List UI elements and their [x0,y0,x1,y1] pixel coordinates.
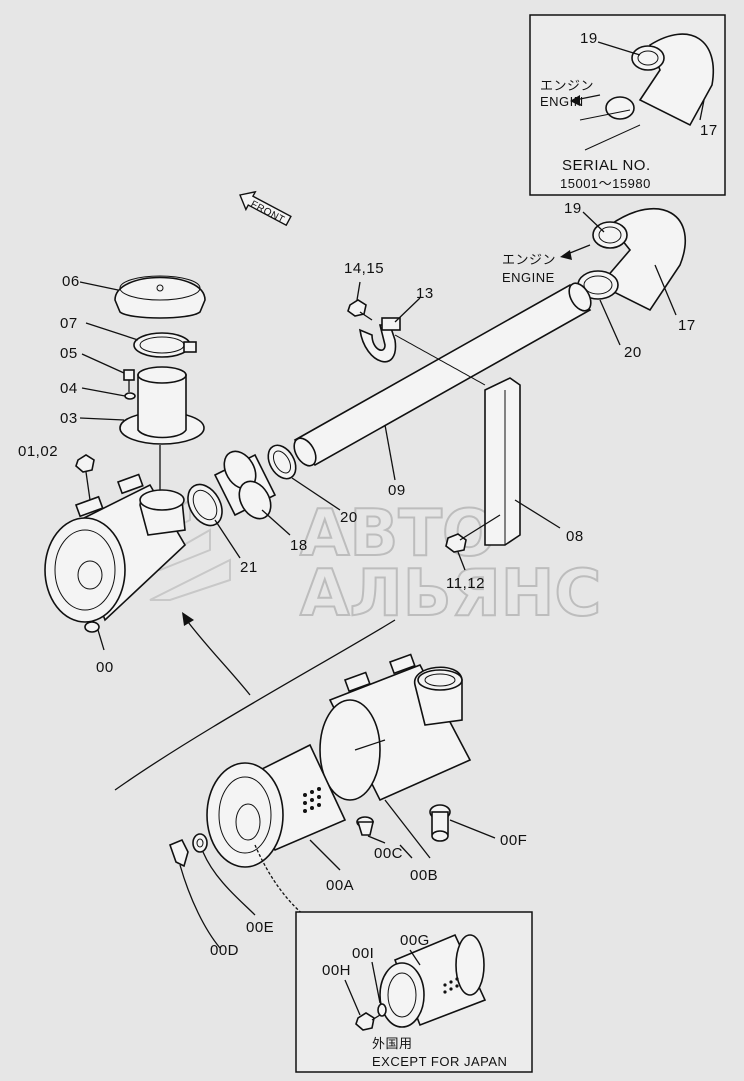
label-07: 07 [60,315,78,332]
label-17: 17 [678,317,696,334]
clamp-20 [267,444,297,480]
housing-03 [119,366,205,445]
label-08: 08 [566,528,584,545]
engine-jp: エンジン [502,252,556,267]
label-01-02: 01,02 [18,443,58,460]
engine-en: ENGINE [502,270,555,285]
engine-direction: エンジン ENGINE [502,244,591,285]
watermark-line2: АЛЬЯНС [300,557,601,631]
label-09: 09 [388,482,406,499]
label-21: 21 [240,559,258,576]
air-cleaner-00 [44,473,187,633]
label-00i: 00I [352,945,374,962]
note-en: EXCEPT FOR JAPAN [372,1054,507,1069]
bracket-08 [484,377,521,546]
label-00e: 00E [246,919,274,936]
serial-range: 15001～15980 [560,176,651,191]
watermark-line1: АВТО [300,497,496,571]
bolt-00h [355,1012,381,1031]
explode-boundary [114,619,396,791]
label-00: 00 [96,659,114,676]
bolt-11-12 [445,514,501,553]
label-06: 06 [62,273,80,290]
label-20b: 20 [624,344,642,361]
label-00b: 00B [410,867,438,884]
clamp-21 [187,483,223,527]
front-arrow-icon: FRONT [239,190,292,227]
inset-engine-en: ENGIN [540,94,584,109]
inset-ref-17: 17 [700,122,718,139]
export-inset: 00G 00I 00H 外国用 EXCEPT FOR JAPAN [295,911,533,1073]
bolt-05 [123,369,135,392]
cap-06 [114,275,206,319]
explode-arrow [184,617,251,696]
hose-18 [213,450,277,520]
label-19: 19 [564,200,582,217]
label-14-15: 14,15 [344,260,384,277]
label-03: 03 [60,410,78,427]
washer-04 [124,392,136,400]
washer-00e [192,833,208,853]
label-13: 13 [416,285,434,302]
washer-00i [377,1003,387,1017]
valve-00f [429,804,451,842]
element-00a [206,743,347,868]
front-label: FRONT [249,199,287,226]
serial-label: SERIAL NO. [562,157,651,174]
clamp-07 [133,332,197,358]
label-00g: 00G [400,932,430,949]
pipe-09 [293,282,592,467]
label-20a: 20 [340,509,358,526]
label-11-12: 11,12 [446,575,485,592]
bolt-14-15 [347,299,373,321]
label-00a: 00A [326,877,354,894]
label-04: 04 [60,380,78,397]
label-18: 18 [290,537,308,554]
clamp-13 [359,317,401,363]
serial-inset: 19 17 エンジン ENGIN SERIAL NO. 15001～15980 [529,14,726,196]
label-00h: 00H [322,962,351,979]
label-00d: 00D [210,942,239,959]
element-00g [379,933,487,1028]
note-jp: 外国用 [372,1036,413,1051]
housing-00b [319,653,472,802]
label-00c: 00C [374,845,403,862]
inset-engine-jp: エンジン [540,78,594,93]
inset-ref-19: 19 [580,30,598,47]
label-05: 05 [60,345,78,362]
bolt-01-02 [75,454,95,501]
watermark: АВТО АЛЬЯНС [126,496,602,632]
clamp-19-inset [631,45,665,71]
wingnut-00d [168,838,189,868]
hose-17 [577,207,686,312]
cap-00c [356,816,375,836]
label-00f: 00F [500,832,527,849]
